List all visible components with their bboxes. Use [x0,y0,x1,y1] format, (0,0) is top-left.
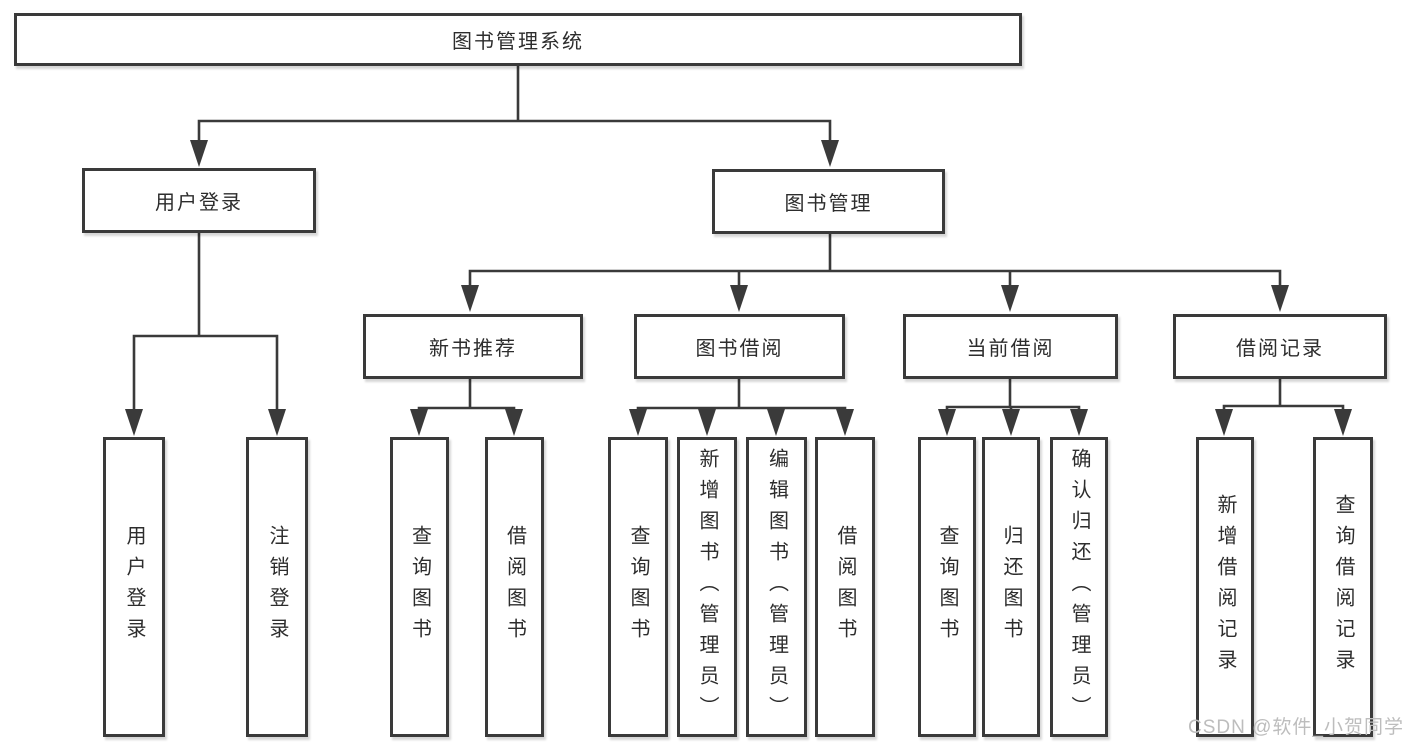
arrowhead-icons [125,140,1352,436]
arrow-down-icon [730,285,748,312]
leaf-nbr-borrow-books: 借阅图书 [485,437,544,737]
leaf-br-query-record-label: 查询借阅记录 [1332,494,1354,680]
leaf-bb-edit-books-admin-label: 编辑图书（管理员） [765,447,788,727]
leaf-nbr-query-books-label: 查询图书 [408,525,431,649]
arrow-down-icon [1334,409,1352,436]
leaf-bb-add-books-admin-label: 新增图书（管理员） [696,447,718,727]
leaf-bb-query-books-label: 查询图书 [627,525,649,649]
arrow-down-icon [1002,409,1020,436]
leaf-br-add-record-label: 新增借阅记录 [1214,494,1236,680]
leaf-user-login-label: 用户登录 [123,525,145,649]
arrow-down-icon [1001,285,1019,312]
arrow-down-icon [938,409,956,436]
node-borrowing-records: 借阅记录 [1173,314,1387,379]
leaf-user-login: 用户登录 [103,437,165,737]
leaf-br-add-record: 新增借阅记录 [1196,437,1254,737]
node-user-login: 用户登录 [82,168,316,233]
arrow-down-icon [190,140,208,167]
node-current-borrowing-label: 当前借阅 [966,338,1055,360]
leaf-nbr-borrow-books-label: 借阅图书 [503,525,526,649]
leaf-cb-confirm-return-admin: 确认归还（管理员） [1050,437,1108,737]
arrow-down-icon [821,140,839,167]
watermark: CSDN @软件_小贺同学 [1188,717,1404,738]
arrow-down-icon [629,409,647,436]
node-root-label: 图书管理系统 [452,31,584,53]
arrow-down-icon [461,285,479,312]
arrow-down-icon [767,409,785,436]
arrow-down-icon [698,409,716,436]
arrow-down-icon [125,409,143,436]
arrow-down-icon [1215,409,1233,436]
leaf-bb-borrow-books-label: 借阅图书 [834,525,856,649]
arrow-down-icon [836,409,854,436]
leaf-cb-query-books-label: 查询图书 [936,525,958,649]
leaf-bb-query-books: 查询图书 [608,437,668,737]
node-book-management-label: 图书管理 [784,193,873,215]
arrow-down-icon [410,409,428,436]
leaf-cb-confirm-return-admin-label: 确认归还（管理员） [1068,447,1090,727]
leaf-cb-return-books-label: 归还图书 [1000,525,1022,649]
node-new-book-recommend: 新书推荐 [363,314,583,379]
node-user-login-label: 用户登录 [155,192,243,214]
leaf-bb-edit-books-admin: 编辑图书（管理员） [746,437,807,737]
node-borrowing-records-label: 借阅记录 [1236,338,1324,360]
node-root: 图书管理系统 [14,13,1022,66]
leaf-logout-label: 注销登录 [266,525,288,649]
leaf-nbr-query-books: 查询图书 [390,437,449,737]
leaf-cb-return-books: 归还图书 [982,437,1040,737]
arrow-down-icon [1070,409,1088,436]
node-book-management: 图书管理 [712,169,945,234]
node-new-book-recommend-label: 新书推荐 [429,338,517,360]
arrow-down-icon [505,409,523,436]
leaf-bb-borrow-books: 借阅图书 [815,437,875,737]
node-current-borrowing: 当前借阅 [903,314,1118,379]
node-book-borrowing: 图书借阅 [634,314,845,379]
leaf-cb-query-books: 查询图书 [918,437,976,737]
arrow-down-icon [268,409,286,436]
leaf-bb-add-books-admin: 新增图书（管理员） [677,437,737,737]
node-book-borrowing-label: 图书借阅 [695,338,784,360]
arrow-down-icon [1271,285,1289,312]
leaf-logout: 注销登录 [246,437,308,737]
leaf-br-query-record: 查询借阅记录 [1313,437,1373,737]
